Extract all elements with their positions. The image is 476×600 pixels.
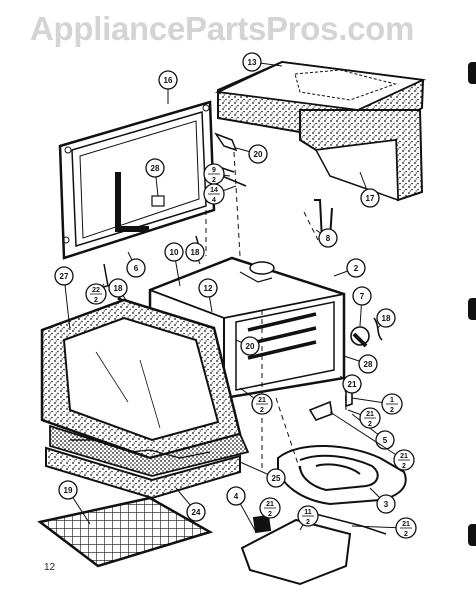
callout-circle [158,70,178,90]
binder-hole-mark-bottom [468,524,476,546]
callout-circle [58,480,78,500]
callout-circle [358,354,378,374]
callout-quantity: 2 [260,407,264,414]
callout-number: 11 [304,509,312,516]
callout-quantity: 2 [402,463,406,470]
callout-number: 21 [366,411,374,418]
callout-circle [54,266,74,286]
callout-number: 21 [266,501,274,508]
binder-hole-mark-middle [468,298,476,320]
callout-number: 2 [354,264,359,273]
callout-quantity: 2 [306,519,310,526]
callout-number: 4 [234,492,239,501]
callout-number: 21 [348,380,357,389]
callout-number: 25 [272,474,281,483]
callout-number: 12 [204,284,213,293]
callout-number: 18 [114,284,123,293]
callout-number: 5 [383,436,388,445]
callout-leader [329,411,405,461]
callout-number: 9 [212,167,216,174]
callout-circle [198,278,218,298]
callout-number: 13 [248,58,257,67]
callout-circle [240,336,260,356]
callout-number: 16 [164,76,173,85]
callout-number: 21 [258,397,266,404]
callout-circle [186,502,206,522]
callout-circle [185,242,205,262]
callout-circle [266,468,286,488]
callout-circle [242,52,262,72]
callout-circle [164,242,184,262]
callout-number: 19 [64,486,73,495]
callout-number: 20 [246,342,255,351]
binder-hole-mark-top [468,62,476,84]
callout-quantity: 2 [368,421,372,428]
callout-number: 8 [326,234,331,243]
outer-frame-part [40,298,242,460]
callout-circle [226,486,246,506]
callout-circle [352,286,372,306]
bottom-panel-part [45,446,241,500]
site-watermark: AppliancePartsPros.com [30,10,415,47]
callout-number: 28 [151,164,160,173]
page-number: 12 [44,562,56,573]
callout-number: 21 [400,453,408,460]
callout-quantity: 2 [390,407,394,414]
callout-number: 20 [254,150,263,159]
callout-circle [346,258,366,278]
callout-number: 21 [402,521,410,528]
callout-number: 14 [210,187,218,194]
callout-circle [126,258,146,278]
oven-rack-part [37,496,214,568]
callout-circle [376,494,396,514]
heating-element-part [277,444,407,506]
callout-number: 24 [192,508,201,517]
insulation-part [49,424,250,477]
callout-number: 1 [390,397,394,404]
callout-circle [376,308,396,328]
callout-circle [342,374,362,394]
callout-circle [248,144,268,164]
callout-number: 28 [364,360,373,369]
callout-circle [145,158,165,178]
top-cover-part [214,60,427,202]
callout-number: 7 [360,292,365,301]
door-glass-panel-part [58,100,216,260]
callout-circle [360,188,380,208]
callout-number: 10 [170,248,179,257]
callout-quantity: 2 [94,297,98,304]
callout-number: 3 [384,500,389,509]
callout-number: 27 [60,272,69,281]
callout-circle [318,228,338,248]
callout-circle [108,278,128,298]
bottom-element-part [240,509,387,586]
callout-number: 17 [366,194,375,203]
callout-quantity: 2 [268,511,272,518]
callout-number: 18 [382,314,391,323]
callout-number: 6 [134,264,139,273]
callout-quantity: 4 [212,197,216,204]
callout-quantity: 2 [404,531,408,538]
callout-number: 18 [191,248,200,257]
callout-number: 22 [92,287,100,294]
callout-quantity: 2 [212,177,216,184]
